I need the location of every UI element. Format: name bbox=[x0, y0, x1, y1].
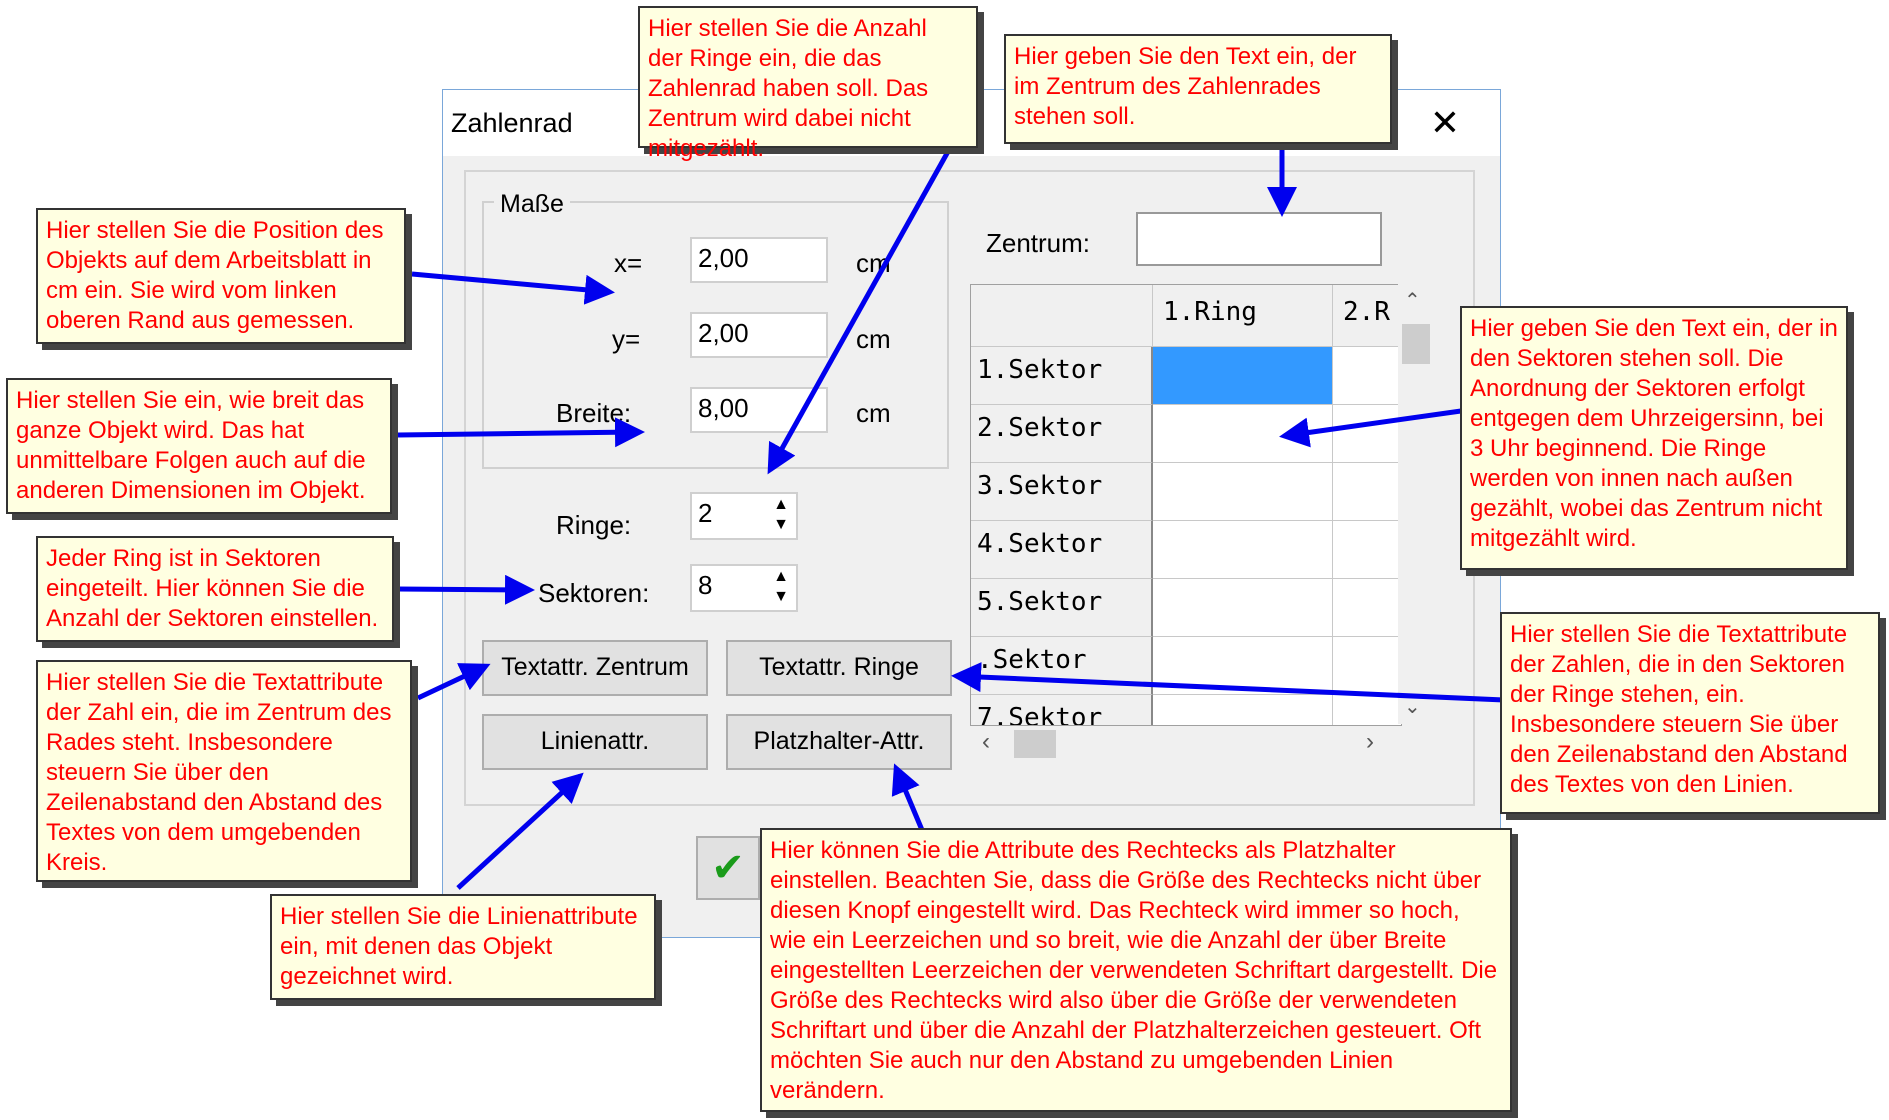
grid-cell[interactable] bbox=[1153, 405, 1333, 463]
sectors-value: 8 bbox=[698, 570, 713, 600]
center-input[interactable] bbox=[1136, 212, 1382, 266]
arrow-line-attr bbox=[456, 772, 584, 890]
spin-down-icon[interactable]: ▼ bbox=[773, 588, 789, 605]
grid-cell[interactable] bbox=[1333, 405, 1401, 463]
callout-text-attr-rings: Hier stellen Sie die Textattribute der Z… bbox=[1500, 612, 1880, 814]
dimensions-group-title: Maße bbox=[494, 190, 570, 219]
callout-sectors: Jeder Ring ist in Sektoren eingeteilt. H… bbox=[36, 536, 394, 642]
sector-grid[interactable]: 1.Ring 2.R 1.Sektor 2.Sektor 3.Sektor 4.… bbox=[970, 284, 1402, 726]
width-unit-label: cm bbox=[856, 398, 891, 428]
grid-cell[interactable] bbox=[1333, 579, 1401, 637]
row-header-sector5: 5.Sektor bbox=[971, 579, 1153, 637]
dialog-title: Zahlenrad bbox=[451, 108, 573, 138]
close-icon[interactable]: ✕ bbox=[1429, 102, 1460, 143]
callout-sector-text: Hier geben Sie den Text ein, der in den … bbox=[1460, 306, 1848, 570]
scroll-down-icon[interactable]: ⌄ bbox=[1404, 696, 1421, 718]
scroll-left-icon[interactable]: ‹ bbox=[982, 728, 990, 755]
grid-cell[interactable] bbox=[1153, 521, 1333, 579]
arrow-rings bbox=[767, 146, 953, 475]
row-header-sector2: 2.Sektor bbox=[971, 405, 1153, 463]
text-attr-rings-button[interactable]: Textattr. Ringe bbox=[726, 640, 952, 696]
row-header-sector7: 7.Sektor bbox=[971, 695, 1153, 725]
grid-corner bbox=[971, 285, 1153, 347]
rings-value: 2 bbox=[698, 498, 713, 528]
rings-label: Ringe: bbox=[556, 510, 632, 540]
grid-vertical-scrollbar[interactable]: ⌃ ⌄ bbox=[1398, 284, 1432, 724]
x-label: x= bbox=[614, 248, 643, 278]
callout-center-text: Hier geben Sie den Text ein, der im Zent… bbox=[1004, 34, 1392, 144]
arrow-sectors bbox=[397, 574, 535, 605]
arrow-width bbox=[397, 417, 645, 448]
arrow-sector-text bbox=[1279, 407, 1469, 448]
arrow-text-attr-rings bbox=[951, 662, 1505, 703]
grid-cell[interactable] bbox=[1333, 521, 1401, 579]
callout-position: Hier stellen Sie die Position des Objekt… bbox=[36, 208, 406, 344]
grid-cell[interactable] bbox=[1153, 463, 1333, 521]
col-header-ring1: 1.Ring bbox=[1153, 285, 1333, 347]
row-header-sector1: 1.Sektor bbox=[971, 347, 1153, 405]
scroll-thumb[interactable] bbox=[1402, 324, 1430, 364]
callout-line-attr: Hier stellen Sie die Linienattribute ein… bbox=[270, 894, 656, 1000]
dimensions-groupbox bbox=[482, 201, 949, 469]
checkmark-icon: ✔ bbox=[711, 846, 745, 890]
ok-button[interactable]: ✔ bbox=[696, 836, 760, 900]
col-header-ring2: 2.R bbox=[1333, 285, 1401, 347]
rings-spin[interactable]: ▲ ▼ bbox=[768, 496, 794, 536]
line-attr-button[interactable]: Linienattr. bbox=[482, 714, 708, 770]
spin-up-icon[interactable]: ▲ bbox=[773, 568, 789, 585]
sectors-label: Sektoren: bbox=[538, 578, 650, 608]
spin-down-icon[interactable]: ▼ bbox=[773, 516, 789, 533]
row-header-sector3: 3.Sektor bbox=[971, 463, 1153, 521]
scroll-up-icon[interactable]: ⌃ bbox=[1404, 290, 1421, 312]
grid-cell[interactable] bbox=[1333, 463, 1401, 521]
grid-cell-selected[interactable] bbox=[1153, 347, 1333, 405]
grid-horizontal-scrollbar[interactable]: ‹ › bbox=[970, 726, 1402, 760]
callout-width: Hier stellen Sie ein, wie breit das ganz… bbox=[6, 378, 392, 514]
sectors-stepper[interactable]: 8 ▲ ▼ bbox=[690, 564, 798, 612]
callout-placeholder-attr: Hier können Sie die Attribute des Rechte… bbox=[760, 828, 1512, 1112]
arrow-position bbox=[411, 271, 615, 305]
grid-cell[interactable] bbox=[1153, 695, 1333, 725]
sectors-spin[interactable]: ▲ ▼ bbox=[768, 568, 794, 608]
placeholder-attr-button[interactable]: Platzhalter-Attr. bbox=[726, 714, 952, 770]
spin-up-icon[interactable]: ▲ bbox=[773, 496, 789, 513]
scroll-thumb[interactable] bbox=[1014, 730, 1056, 758]
rings-stepper[interactable]: 2 ▲ ▼ bbox=[690, 492, 798, 540]
y-unit-label: cm bbox=[856, 324, 891, 354]
grid-cell[interactable] bbox=[1153, 579, 1333, 637]
scroll-right-icon[interactable]: › bbox=[1366, 728, 1374, 755]
row-header-sector4: 4.Sektor bbox=[971, 521, 1153, 579]
grid-cell[interactable] bbox=[1153, 637, 1333, 695]
arrow-text-attr-center bbox=[416, 663, 491, 701]
y-input[interactable]: 2,00 bbox=[690, 312, 828, 358]
grid-cell[interactable] bbox=[1333, 347, 1401, 405]
callout-text-attr-center: Hier stellen Sie die Textattribute der Z… bbox=[36, 660, 412, 882]
center-label: Zentrum: bbox=[986, 228, 1091, 258]
arrow-placeholder bbox=[891, 763, 925, 831]
x-input[interactable]: 2,00 bbox=[690, 237, 828, 283]
y-label: y= bbox=[612, 324, 641, 354]
text-attr-center-button[interactable]: Textattr. Zentrum bbox=[482, 640, 708, 696]
callout-rings: Hier stellen Sie die Anzahl der Ringe ei… bbox=[638, 6, 978, 162]
